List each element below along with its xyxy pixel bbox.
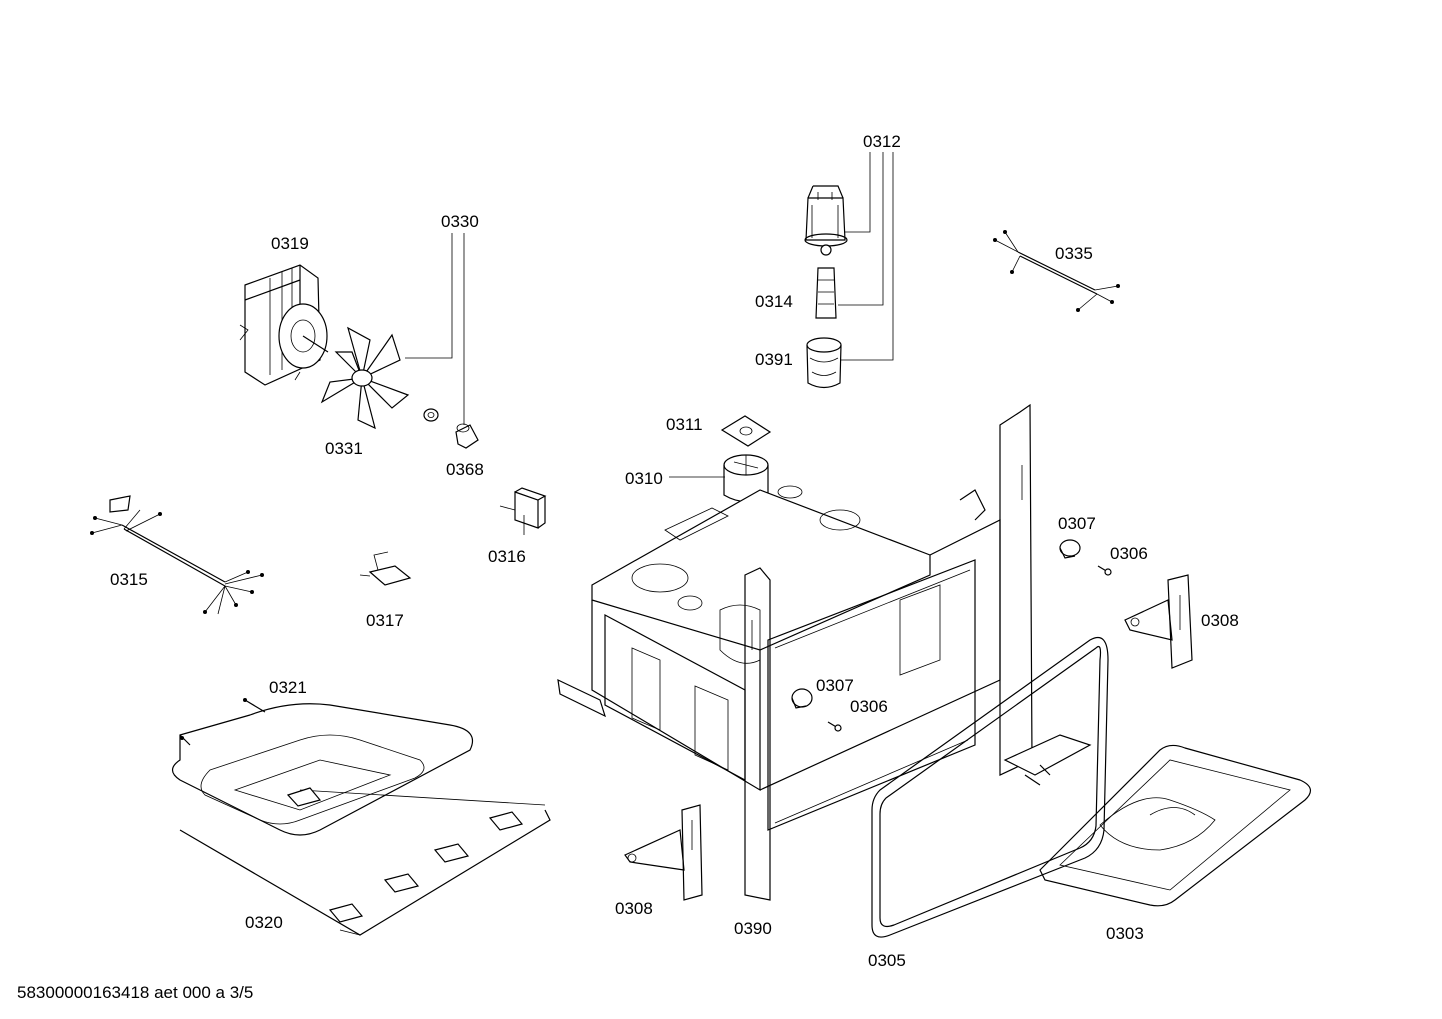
bottom-heater-part — [171, 698, 474, 836]
lamp-housing-part — [804, 185, 848, 247]
lamp-cover-part — [806, 337, 842, 389]
label-0319: 0319 — [271, 234, 309, 253]
label-0335: 0335 — [1055, 244, 1093, 263]
ring-heater-part — [871, 636, 1109, 938]
clip-part — [720, 415, 772, 447]
wire-harness-part — [993, 230, 1120, 312]
label-0312: 0312 — [863, 132, 901, 151]
oven-cavity-part — [557, 403, 1033, 901]
label-0368: 0368 — [446, 460, 484, 479]
heater-plate-part — [179, 787, 551, 936]
label-0307-lower: 0307 — [816, 676, 854, 695]
washer-part — [423, 408, 439, 422]
label-0320: 0320 — [245, 913, 283, 932]
bushing-part-lower — [791, 688, 813, 709]
screw-part-lower — [827, 721, 842, 732]
label-0310: 0310 — [625, 469, 663, 488]
label-0311: 0311 — [666, 415, 703, 434]
label-0305: 0305 — [868, 951, 906, 970]
label-0315: 0315 — [110, 570, 148, 589]
label-0306-upper: 0306 — [1110, 544, 1148, 563]
label-0307-upper: 0307 — [1058, 514, 1096, 533]
leader-lines — [405, 152, 894, 478]
label-0321: 0321 — [269, 678, 307, 697]
bracket-part-right — [1124, 574, 1193, 669]
grill-element-part — [1039, 744, 1311, 907]
label-0314: 0314 — [755, 292, 793, 311]
bracket-part-left — [624, 804, 703, 901]
bushing-part-upper — [1059, 539, 1081, 559]
sensor-part — [359, 551, 412, 586]
cable-harness-part — [90, 495, 264, 615]
lamp-bulb-part — [815, 244, 837, 319]
fan-blade-part — [320, 326, 410, 430]
label-0317: 0317 — [366, 611, 404, 630]
label-0331: 0331 — [325, 439, 363, 458]
label-0391: 0391 — [755, 350, 793, 369]
label-0316: 0316 — [488, 547, 526, 566]
label-0308-right: 0308 — [1201, 611, 1239, 630]
screw-part-upper — [1097, 565, 1112, 576]
label-0303: 0303 — [1106, 924, 1144, 943]
label-0306-lower: 0306 — [850, 697, 888, 716]
nut-part — [455, 423, 479, 449]
switch-part — [499, 487, 547, 535]
document-reference: 58300000163418 aet 000 a 3/5 — [17, 983, 254, 1002]
label-0330: 0330 — [441, 212, 479, 231]
fan-motor-part — [239, 264, 329, 386]
label-0390: 0390 — [734, 919, 772, 938]
label-0308-left: 0308 — [615, 899, 653, 918]
